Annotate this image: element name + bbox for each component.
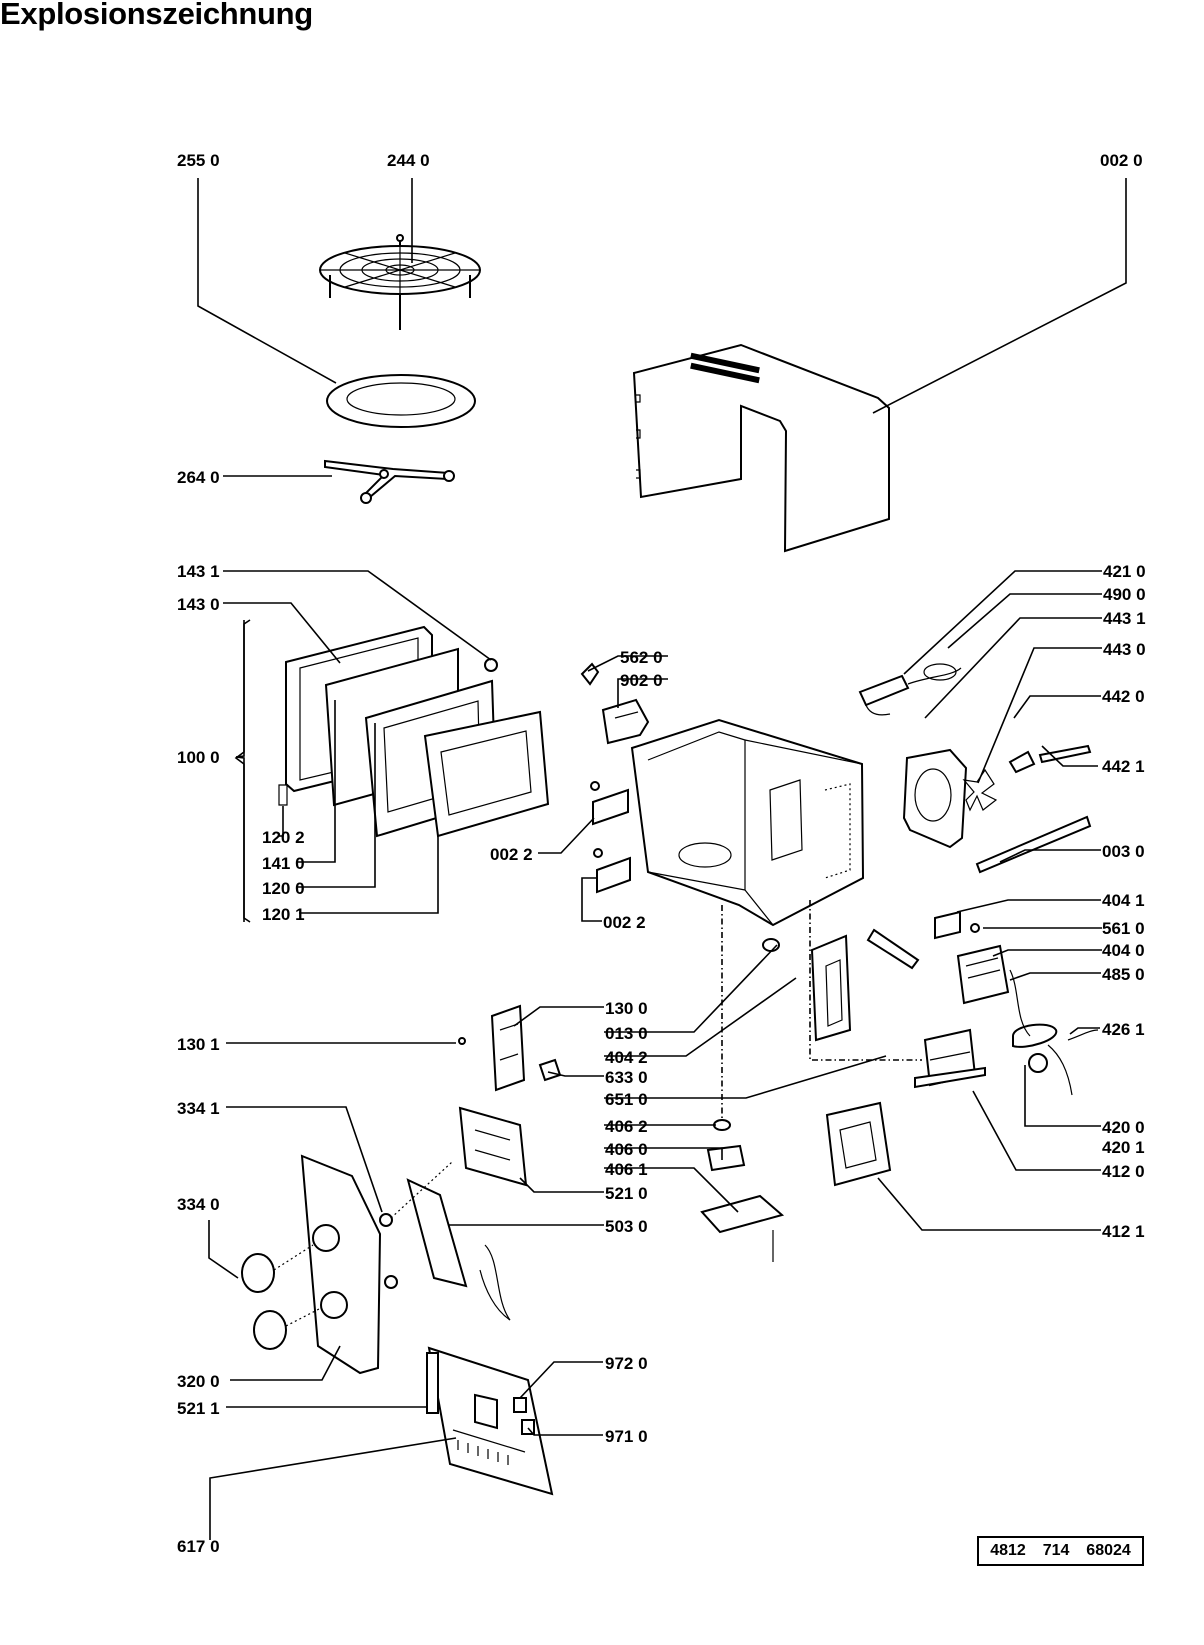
hinge-bracket-parts <box>590 781 631 894</box>
turntable-motor-part <box>700 1119 785 1262</box>
label-420-1: 420 1 <box>1102 1138 1145 1157</box>
label-002-2-a: 002 2 <box>490 845 533 864</box>
label-406-1: 406 1 <box>605 1160 648 1179</box>
label-255-0: 255 0 <box>177 151 220 170</box>
label-633-0: 633 0 <box>605 1068 648 1087</box>
label-143-0: 143 0 <box>177 595 220 614</box>
label-141-0: 141 0 <box>262 854 305 873</box>
label-490-0: 490 0 <box>1103 585 1146 604</box>
outer-casing-part <box>632 343 890 553</box>
label-264-0: 264 0 <box>177 468 220 487</box>
label-244-0: 244 0 <box>387 151 430 170</box>
label-442-0: 442 0 <box>1102 687 1145 706</box>
fan-motor-part <box>902 744 1092 849</box>
turntable-plate-part <box>326 374 476 428</box>
label-404-1: 404 1 <box>1102 891 1145 910</box>
control-board-part <box>458 1106 528 1187</box>
label-404-2: 404 2 <box>605 1048 648 1067</box>
label-130-1: 130 1 <box>177 1035 220 1054</box>
label-420-0: 420 0 <box>1102 1118 1145 1137</box>
label-442-1: 442 1 <box>1102 757 1145 776</box>
label-143-1: 143 1 <box>177 562 220 581</box>
door-group-brace <box>234 619 251 923</box>
label-485-0: 485 0 <box>1102 965 1145 984</box>
support-bar-part <box>975 815 1092 874</box>
label-503-0: 503 0 <box>605 1217 648 1236</box>
thermal-cutout-part <box>934 910 1010 1005</box>
roller-support-part <box>324 459 455 504</box>
label-443-1: 443 1 <box>1103 609 1146 628</box>
transformer-part <box>914 1028 986 1089</box>
grill-rack-part <box>319 234 481 330</box>
label-130-0: 130 0 <box>605 999 648 1018</box>
label-412-0: 412 0 <box>1102 1162 1145 1181</box>
leader-lines <box>197 178 1127 1540</box>
magnetron-part <box>1009 969 1099 1096</box>
label-521-1: 521 1 <box>177 1399 220 1418</box>
label-426-1: 426 1 <box>1102 1020 1145 1039</box>
wave-guide-bracket-part <box>762 928 920 1042</box>
label-617-0: 617 0 <box>177 1537 220 1556</box>
page-title: Explosionszeichnung <box>0 0 313 31</box>
document-number: 4812 714 68024 <box>977 1536 1144 1566</box>
label-100-0: 100 0 <box>177 748 220 767</box>
mounting-plate-part <box>825 1101 892 1187</box>
control-panel-part <box>241 1154 511 1375</box>
interlock-switch-part <box>458 1004 562 1092</box>
label-971-0: 971 0 <box>605 1427 648 1446</box>
label-902-0: 902 0 <box>620 671 663 690</box>
label-334-1: 334 1 <box>177 1099 220 1118</box>
label-320-0: 320 0 <box>177 1372 220 1391</box>
label-406-0: 406 0 <box>605 1140 648 1159</box>
capacitor-part <box>858 663 962 716</box>
part-number-labels: 255 0 244 0 002 0 264 0 143 1 143 0 100 … <box>177 151 1146 1556</box>
label-334-0: 334 0 <box>177 1195 220 1214</box>
label-404-0: 404 0 <box>1102 941 1145 960</box>
label-421-0: 421 0 <box>1103 562 1146 581</box>
label-120-1: 120 1 <box>262 905 305 924</box>
label-002-2-b: 002 2 <box>603 913 646 932</box>
label-651-0: 651 0 <box>605 1090 648 1109</box>
label-412-1: 412 1 <box>1102 1222 1145 1241</box>
label-120-2: 120 2 <box>262 828 305 847</box>
label-120-0: 120 0 <box>262 879 305 898</box>
door-assembly-part <box>278 625 550 838</box>
label-972-0: 972 0 <box>605 1354 648 1373</box>
label-562-0: 562 0 <box>620 648 663 667</box>
label-561-0: 561 0 <box>1102 919 1145 938</box>
power-board-part <box>426 1346 554 1496</box>
door-switch-part <box>580 662 650 745</box>
label-002-0: 002 0 <box>1100 151 1143 170</box>
label-406-2: 406 2 <box>605 1117 648 1136</box>
label-013-0: 013 0 <box>605 1024 648 1043</box>
label-443-0: 443 0 <box>1103 640 1146 659</box>
oven-cavity-part <box>630 718 865 927</box>
label-003-0: 003 0 <box>1102 842 1145 861</box>
label-521-0: 521 0 <box>605 1184 648 1203</box>
